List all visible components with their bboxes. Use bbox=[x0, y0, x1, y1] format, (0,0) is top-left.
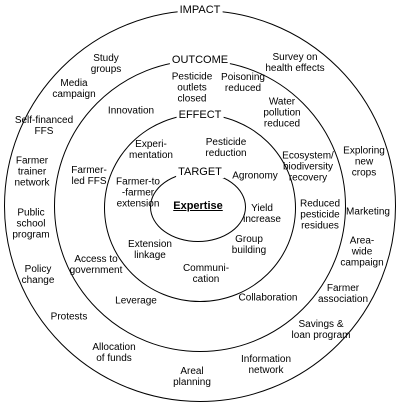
target-item-yield-increase: Yield increase bbox=[243, 203, 281, 225]
impact-item-allocation-funds: Allocation of funds bbox=[92, 342, 136, 364]
target-item-pesticide-reduction: Pesticide reduction bbox=[205, 137, 247, 159]
effect-item-ecosystem: Ecosystem/ biodiversity recovery bbox=[282, 150, 334, 184]
impact-item-public-school: Public school program bbox=[12, 207, 50, 241]
effect-item-water-pollution: Water pollution reduced bbox=[263, 96, 301, 130]
target-item-farmer-to-farmer: Farmer-to -farmer extension bbox=[116, 176, 160, 210]
impact-item-area-wide: Area-wide campaign bbox=[340, 235, 384, 269]
impact-item-farmer-association: Farmer association bbox=[317, 283, 369, 305]
effect-label: EFFECT bbox=[176, 109, 224, 121]
target-item-extension-linkage: Extension linkage bbox=[128, 239, 172, 261]
impact-item-survey-health: Survey on health effects bbox=[265, 52, 325, 74]
impact-item-protests: Protests bbox=[50, 311, 88, 323]
effect-item-leverage: Leverage bbox=[115, 295, 157, 307]
target-item-communication: Communi- cation bbox=[182, 263, 230, 285]
impact-item-media-campaign: Media campaign bbox=[52, 78, 96, 100]
target-item-agronomy: Agronomy bbox=[232, 170, 278, 182]
impact-label: IMPACT bbox=[177, 4, 223, 16]
impact-item-areal-planning: Areal planning bbox=[173, 366, 211, 388]
impact-item-self-financed-ffs: Self-financed FFS bbox=[14, 115, 74, 137]
target-item-group-building: Group building bbox=[231, 234, 267, 256]
effect-item-collaboration: Collaboration bbox=[238, 292, 298, 304]
impact-item-study-groups: Study groups bbox=[90, 53, 122, 75]
impact-item-marketing: Marketing bbox=[346, 206, 390, 218]
impact-item-farmer-trainer: Farmer trainer network bbox=[14, 155, 50, 189]
effect-item-access-government: Access to government bbox=[69, 254, 123, 276]
effect-item-outlets-closed: Pesticide outlets closed bbox=[171, 71, 213, 105]
effect-item-reduced-residues: Reduced pesticide residues bbox=[299, 198, 341, 232]
effect-item-poisoning-reduced: Poisoning reduced bbox=[221, 72, 265, 94]
effect-item-farmer-led-ffs: Farmer- led FFS bbox=[71, 165, 107, 187]
outcome-label: OUTCOME bbox=[169, 54, 231, 66]
impact-item-exploring-crops: Exploring new crops bbox=[343, 145, 385, 179]
effect-item-innovation: Innovation bbox=[107, 105, 155, 117]
target-label: TARGET bbox=[176, 166, 224, 178]
expertise-core-label: Expertise bbox=[173, 200, 223, 212]
impact-item-savings-loan: Savings & loan program bbox=[291, 319, 351, 341]
impact-item-policy-change: Policy change bbox=[21, 264, 55, 286]
target-item-experimentation: Experi- mentation bbox=[129, 139, 173, 161]
impact-item-information-network: Information network bbox=[240, 354, 292, 376]
